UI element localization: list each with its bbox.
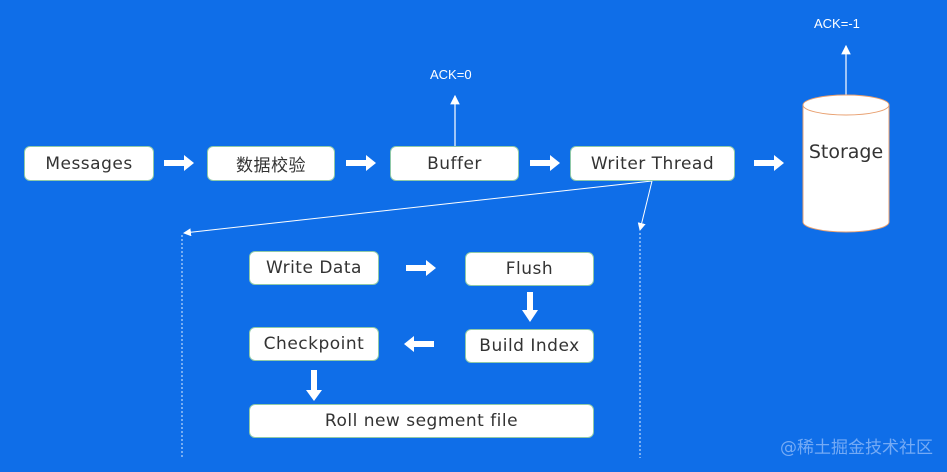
- arrow-write-to-flush: [406, 260, 436, 276]
- storage-label: Storage: [808, 141, 884, 163]
- zoom-line-left: [183, 180, 653, 237]
- watermark: @稀土掘金技术社区: [780, 438, 933, 458]
- validate-box: 数据校验: [207, 146, 335, 181]
- ack-buffer-label: ACK=0: [430, 67, 472, 82]
- arrow-checkpoint-to-roll: [306, 370, 322, 401]
- arrow-messages-to-validate: [164, 155, 194, 171]
- writer-thread-box: Writer Thread: [570, 146, 735, 181]
- checkpoint-box: Checkpoint: [249, 327, 379, 361]
- arrow-flush-to-build-index: [522, 292, 538, 322]
- ack-storage-label: ACK=-1: [814, 16, 860, 31]
- arrow-buffer-to-writer: [530, 155, 560, 171]
- zoom-line-right: [637, 180, 653, 231]
- build-index-box: Build Index: [465, 329, 594, 363]
- write-data-box: Write Data: [249, 251, 379, 285]
- flush-box: Flush: [465, 252, 594, 286]
- storage-cylinder: [802, 94, 890, 233]
- arrow-writer-to-storage: [754, 155, 784, 171]
- buffer-box: Buffer: [390, 146, 519, 181]
- arrow-build-index-to-checkpoint: [404, 336, 434, 352]
- messages-box: Messages: [24, 146, 154, 181]
- arrow-validate-to-buffer: [346, 155, 376, 171]
- roll-segment-box: Roll new segment file: [249, 404, 594, 438]
